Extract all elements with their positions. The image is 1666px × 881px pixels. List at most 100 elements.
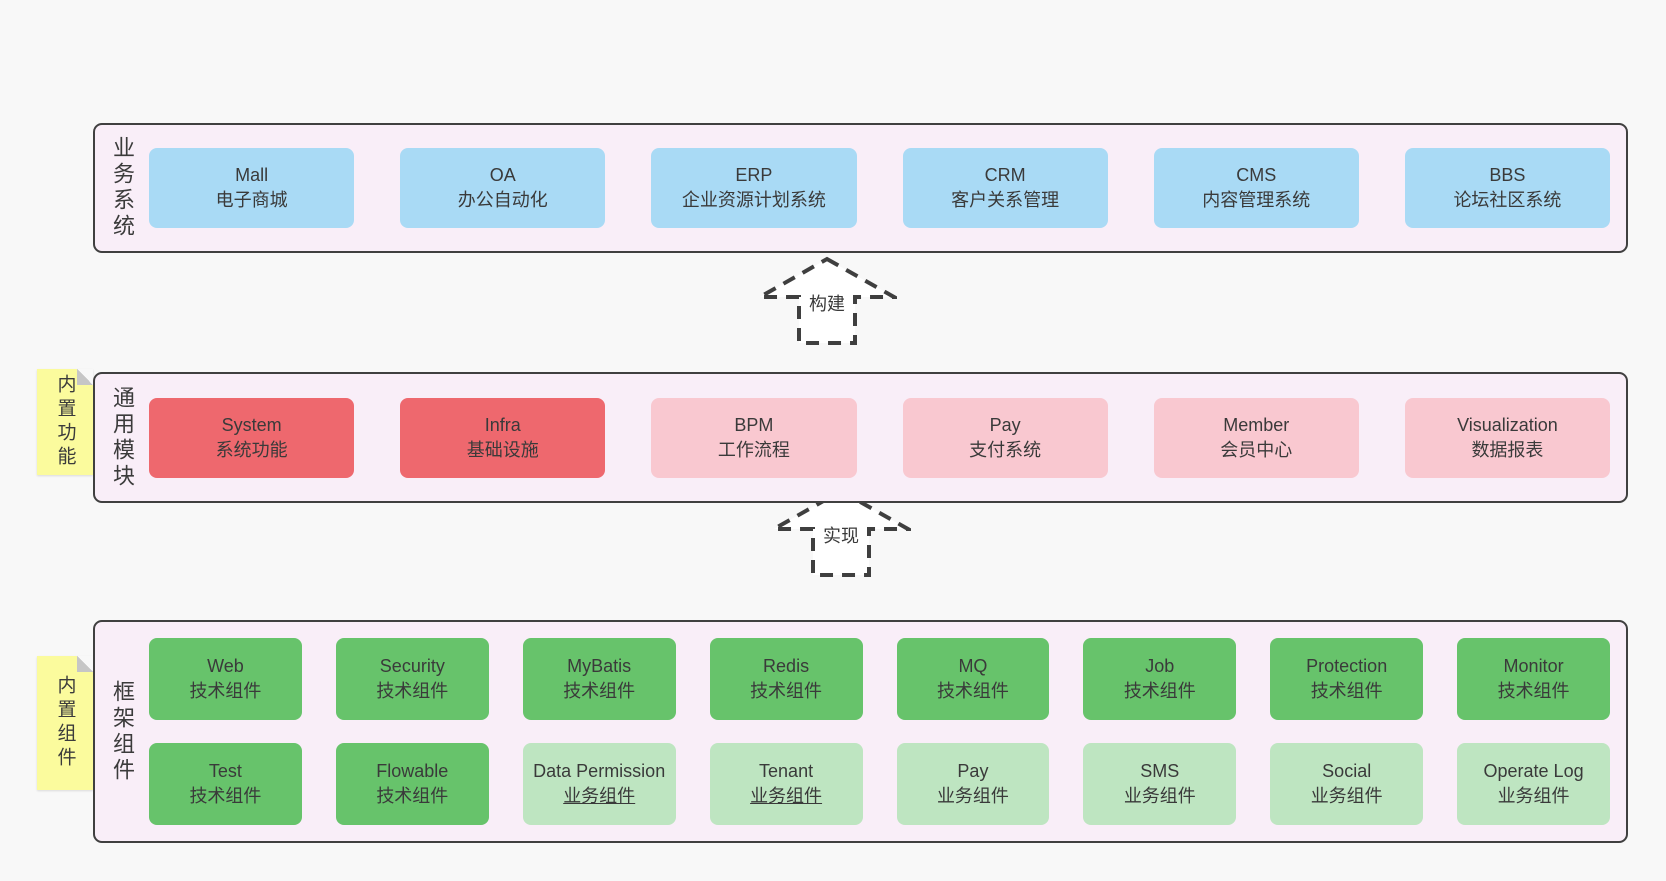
box-subtitle: 电子商城 — [215, 190, 288, 210]
box-operate-log: Operate Log 业务组件 — [1457, 743, 1610, 825]
box-title: SMS — [1140, 761, 1180, 781]
box-title: Mall — [235, 165, 269, 185]
dashed-up-arrow-build: 构建 — [757, 256, 897, 345]
box-title: Pay — [989, 414, 1021, 435]
box-title: CRM — [984, 165, 1026, 185]
box-subtitle: 办公自动化 — [457, 190, 548, 210]
box-title: ERP — [735, 165, 773, 185]
box-title: Redis — [763, 656, 810, 676]
box-pay-component: Pay 业务组件 — [896, 743, 1050, 825]
box-subtitle: 技术组件 — [936, 681, 1009, 701]
box-monitor: Monitor 技术组件 — [1457, 638, 1610, 720]
box-title: Visualization — [1457, 414, 1558, 435]
box-title: Flowable — [376, 761, 449, 781]
box-test: Test 技术组件 — [149, 743, 302, 825]
arrow-label-build: 构建 — [809, 294, 845, 314]
box-title: Data Permission — [533, 761, 666, 781]
box-subtitle: 会员中心 — [1220, 439, 1293, 460]
box-title: Job — [1145, 656, 1175, 676]
box-subtitle: 基础设施 — [466, 439, 539, 460]
layer-label-business-systems: 业务系统 — [110, 136, 135, 240]
box-title: BBS — [1489, 165, 1526, 185]
box-title: OA — [489, 165, 516, 185]
box-protection: Protection 技术组件 — [1270, 638, 1424, 720]
layer-label-framework-components: 框架组件 — [110, 679, 135, 784]
layer-common-modules: 通用模块 System 系统功能 Infra 基础设施 BPM 工作流程 Pay… — [93, 372, 1628, 503]
box-title: Member — [1223, 414, 1290, 435]
box-web: Web 技术组件 — [149, 638, 302, 720]
box-subtitle-link[interactable]: 业务组件 — [750, 786, 823, 806]
box-mall: Mall 电子商城 — [149, 148, 355, 228]
box-title: Infra — [484, 414, 521, 435]
box-redis: Redis 技术组件 — [709, 638, 863, 720]
box-title: CMS — [1236, 165, 1277, 185]
box-subtitle: 技术组件 — [1123, 681, 1196, 701]
layer-business-systems: 业务系统 Mall 电子商城 OA 办公自动化 ERP 企业资源计划系统 CRM… — [93, 123, 1628, 253]
box-subtitle: 内容管理系统 — [1202, 190, 1311, 210]
box-security: Security 技术组件 — [335, 638, 489, 720]
box-oa: OA 办公自动化 — [400, 148, 606, 228]
box-subtitle: 技术组件 — [189, 681, 262, 701]
layer-framework-components: 框架组件 Web 技术组件 Security 技术组件 MyBatis 技术组件… — [93, 620, 1628, 843]
layer-label-common-modules: 通用模块 — [110, 385, 135, 490]
business-boxes-row: Mall 电子商城 OA 办公自动化 ERP 企业资源计划系统 CRM 客户关系… — [149, 125, 1626, 251]
box-subtitle: 技术组件 — [189, 786, 262, 806]
box-title: Pay — [957, 761, 989, 781]
box-subtitle-link[interactable]: 业务组件 — [563, 786, 636, 806]
sticky-note-built-in-components: 内置组件 — [37, 656, 93, 790]
box-job: Job 技术组件 — [1083, 638, 1237, 720]
box-cms: CMS 内容管理系统 — [1153, 148, 1359, 228]
box-subtitle: 技术组件 — [376, 786, 449, 806]
box-mybatis: MyBatis 技术组件 — [522, 638, 676, 720]
component-row-2: Test 技术组件 Flowable 技术组件 Data Permission … — [149, 743, 1610, 825]
box-sms: SMS 业务组件 — [1083, 743, 1237, 825]
box-title: MQ — [958, 656, 988, 676]
box-visualization: Visualization 数据报表 — [1404, 397, 1611, 478]
box-title: System — [221, 414, 282, 435]
box-member: Member 会员中心 — [1153, 397, 1359, 478]
box-title: BPM — [734, 414, 774, 435]
box-subtitle: 工作流程 — [717, 439, 790, 460]
box-subtitle: 业务组件 — [1310, 786, 1383, 806]
box-social: Social 业务组件 — [1270, 743, 1424, 825]
box-subtitle: 数据报表 — [1471, 439, 1544, 460]
box-subtitle: 业务组件 — [936, 786, 1009, 806]
box-title: Security — [379, 656, 445, 676]
box-flowable: Flowable 技术组件 — [335, 743, 489, 825]
box-crm: CRM 客户关系管理 — [902, 148, 1108, 228]
box-subtitle: 业务组件 — [1497, 786, 1570, 806]
box-title: MyBatis — [567, 656, 632, 676]
component-boxes-grid: Web 技术组件 Security 技术组件 MyBatis 技术组件 Redi… — [149, 622, 1626, 841]
box-subtitle: 技术组件 — [563, 681, 636, 701]
box-data-permission: Data Permission 业务组件 — [522, 743, 676, 825]
box-subtitle: 支付系统 — [969, 439, 1042, 460]
box-infra: Infra 基础设施 — [400, 397, 606, 478]
box-subtitle: 技术组件 — [1310, 681, 1383, 701]
box-title: Web — [207, 656, 244, 676]
box-subtitle: 论坛社区系统 — [1453, 190, 1562, 210]
component-row-1: Web 技术组件 Security 技术组件 MyBatis 技术组件 Redi… — [149, 638, 1610, 720]
box-mq: MQ 技术组件 — [896, 638, 1050, 720]
arrow-label-implement: 实现 — [823, 526, 859, 546]
box-subtitle: 技术组件 — [1497, 681, 1570, 701]
box-subtitle: 客户关系管理 — [951, 190, 1060, 210]
box-bpm: BPM 工作流程 — [651, 397, 857, 478]
box-title: Tenant — [759, 761, 814, 781]
box-subtitle: 技术组件 — [376, 681, 449, 701]
box-system: System 系统功能 — [149, 397, 355, 478]
box-subtitle: 系统功能 — [215, 439, 288, 460]
sticky-note-built-in-functions: 内置功能 — [37, 369, 93, 475]
box-subtitle: 业务组件 — [1123, 786, 1196, 806]
box-title: Protection — [1306, 656, 1388, 676]
box-erp: ERP 企业资源计划系统 — [651, 148, 857, 228]
box-tenant: Tenant 业务组件 — [709, 743, 863, 825]
box-subtitle: 企业资源计划系统 — [681, 190, 826, 210]
box-title: Monitor — [1503, 656, 1564, 676]
box-subtitle: 技术组件 — [750, 681, 823, 701]
box-title: Test — [208, 761, 242, 781]
box-title: Social — [1322, 761, 1372, 781]
dashed-up-arrow-implement: 实现 — [771, 488, 911, 577]
module-boxes-row: System 系统功能 Infra 基础设施 BPM 工作流程 Pay 支付系统… — [149, 374, 1626, 501]
box-bbs: BBS 论坛社区系统 — [1404, 148, 1611, 228]
